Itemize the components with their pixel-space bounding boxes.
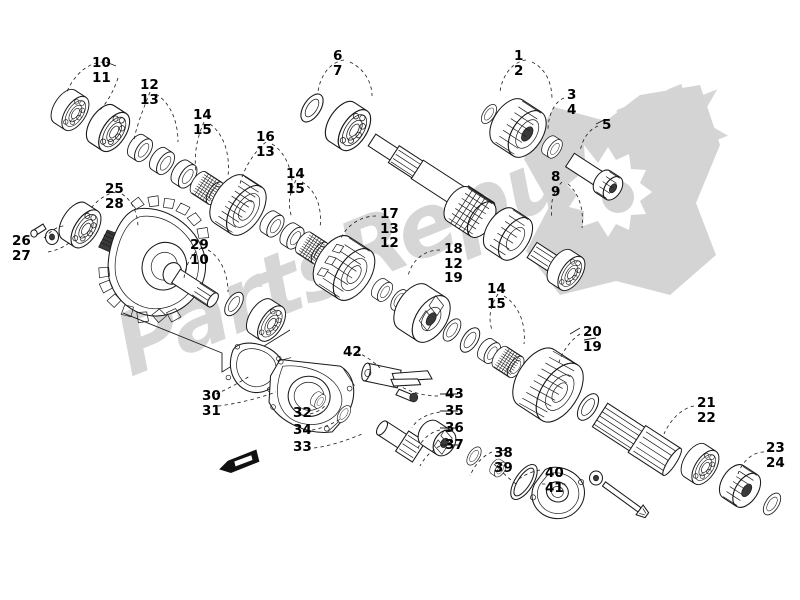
callout-5: 5 [602,117,612,133]
callout-8-9: 8 9 [551,169,561,200]
callout-26-27: 26 27 [12,233,31,264]
callout-3-4: 3 4 [567,87,577,118]
callout-36: 36 [445,420,464,436]
callout-16-13: 16 13 [256,129,275,160]
callout-42: 42 [343,344,362,360]
callout-14-15-b: 14 15 [286,166,305,197]
callout-25-28: 25 28 [105,181,124,212]
callout-30-31: 30 31 [202,388,221,419]
callout-34: 34 [293,422,312,438]
callout-20-19: 20 19 [583,324,602,355]
callout-14-15-a: 14 15 [193,107,212,138]
callout-1-2: 1 2 [514,48,524,79]
callout-40-41: 40 41 [545,465,564,496]
callout-14-15-c: 14 15 [487,281,506,312]
callout-35: 35 [445,403,464,419]
callout-6-7: 6 7 [333,48,343,79]
callout-17-13-12: 17 13 12 [380,206,399,251]
direction-arrow [219,449,260,473]
callout-33: 33 [293,439,312,455]
callout-21-22: 21 22 [697,395,716,426]
callout-12-13: 12 13 [140,77,159,108]
callout-18-12-19: 18 12 19 [444,241,463,286]
callout-37: 37 [445,437,464,453]
callout-43: 43 [445,386,464,402]
callout-38-39: 38 39 [494,445,513,476]
callout-23-24: 23 24 [766,440,785,471]
callout-10-11: 10 11 [92,55,111,86]
callout-32: 32 [293,405,312,421]
callout-29-10: 29 10 [190,237,209,268]
